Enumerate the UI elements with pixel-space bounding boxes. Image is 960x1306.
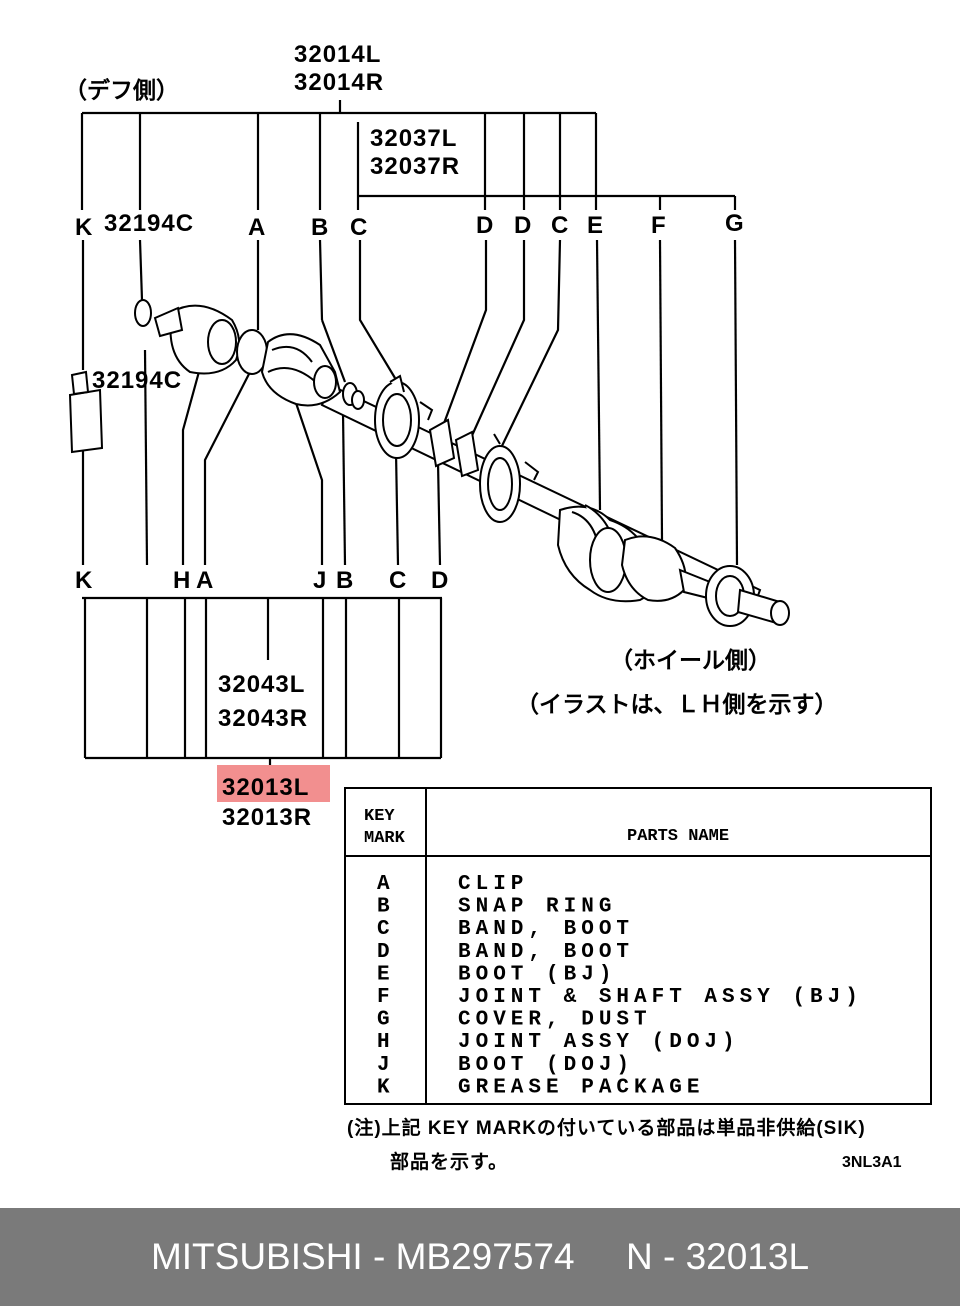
table-row-key: K: [377, 1076, 395, 1099]
table-header-name: PARTS NAME: [627, 827, 729, 846]
part-number-32013L[interactable]: 32013L: [222, 774, 309, 801]
footer-part-number[interactable]: MB297574: [395, 1236, 575, 1277]
table-rows: A CLIP B SNAP RING C BAND, BOOT D BAND, BOOT E BO…: [377, 873, 863, 1099]
highlight-box: [217, 765, 330, 802]
footer-ref: N - 32013L: [625, 1236, 810, 1277]
label-wheel-side: （ホイール側）: [610, 647, 771, 673]
table-row-key: F: [377, 986, 395, 1009]
table-row-key: H: [377, 1031, 395, 1054]
bottom-key-4: J: [313, 567, 326, 594]
top-key-6: D: [514, 212, 531, 239]
table-header-key-2: MARK: [364, 829, 406, 848]
top-key-8: E: [587, 212, 603, 239]
table-row-key: A: [377, 873, 395, 896]
table-row-key: D: [377, 941, 395, 964]
diagram-code: 3NL3A1: [842, 1154, 902, 1171]
part-number-32014R[interactable]: 32014R: [294, 69, 384, 96]
table-header-key-1: KEY: [364, 807, 395, 826]
table-row-name: JOINT & SHAFT ASSY (BJ): [458, 986, 863, 1009]
footer-separator: -: [362, 1236, 396, 1277]
bottom-key-5: B: [336, 567, 353, 594]
bottom-key-6: C: [389, 567, 406, 594]
part-number-32013R[interactable]: 32013R: [222, 804, 312, 831]
table-row-key: B: [377, 896, 395, 919]
table-row-name: COVER, DUST: [458, 1009, 652, 1032]
table-row-name: JOINT ASSY (DOJ): [458, 1031, 740, 1054]
bottom-key-3: A: [196, 567, 213, 594]
part-number-32014L[interactable]: 32014L: [294, 41, 381, 68]
note-line-2: 部品を示す。: [390, 1150, 508, 1173]
table-row-key: E: [377, 963, 395, 986]
bottom-key-7: D: [431, 567, 448, 594]
bottom-key-1: K: [75, 567, 93, 594]
footer-bar: MITSUBISHI - MB297574 N - 32013L: [0, 1208, 960, 1306]
parts-diagram: （デフ側） 32014L 32014R 32037L 32037R 32194C…: [64, 41, 932, 1173]
part-number-32194C-side[interactable]: 32194C: [92, 367, 182, 394]
leader-lines: [80, 100, 739, 772]
footer-gap: [575, 1236, 626, 1278]
label-diff-side: （デフ側）: [64, 77, 179, 103]
parts-table: KEY MARK PARTS NAME A CLIP B SNAP RING C BAND…: [344, 787, 932, 1105]
table-row-name: BAND, BOOT: [458, 918, 634, 941]
top-key-9: F: [651, 212, 666, 239]
part-number-32037L[interactable]: 32037L: [370, 125, 457, 152]
top-key-7: C: [551, 212, 568, 239]
top-key-5: D: [476, 212, 493, 239]
table-row-key: J: [377, 1054, 395, 1077]
bottom-key-2: H: [173, 567, 190, 594]
top-key-1: K: [75, 214, 93, 241]
table-row-name: SNAP RING: [458, 896, 616, 919]
top-key-10: G: [725, 210, 744, 237]
part-number-32037R[interactable]: 32037R: [370, 153, 460, 180]
footer-brand: MITSUBISHI: [150, 1236, 363, 1277]
table-row-name: BAND, BOOT: [458, 941, 634, 964]
table-row-key: G: [377, 1009, 395, 1032]
top-key-2: A: [248, 214, 265, 241]
top-key-3: B: [311, 214, 328, 241]
table-row-name: GREASE PACKAGE: [458, 1076, 704, 1099]
top-key-4: C: [350, 214, 367, 241]
drive-shaft-illustration: [68, 299, 790, 627]
label-illustration-note: （イラストは、ＬＨ側を示す）: [516, 691, 838, 717]
table-row-name: BOOT (DOJ): [458, 1054, 634, 1077]
note-line-1: (注)上記 KEY MARKの付いている部品は単品非供給(SIK): [347, 1116, 866, 1139]
part-number-32043R[interactable]: 32043R: [218, 705, 308, 732]
table-row-key: C: [377, 918, 395, 941]
part-number-32043L[interactable]: 32043L: [218, 671, 305, 698]
part-number-32194C-top[interactable]: 32194C: [104, 210, 194, 237]
table-row-name: BOOT (BJ): [458, 963, 616, 986]
table-row-name: CLIP: [458, 873, 528, 896]
